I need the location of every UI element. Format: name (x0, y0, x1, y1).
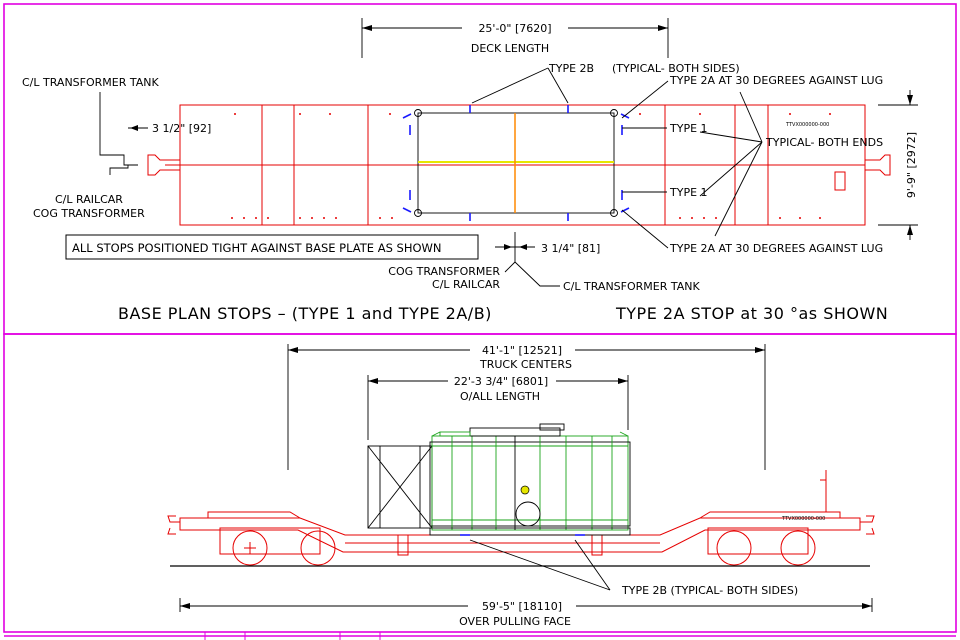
typical-both-ends-label: TYPICAL- BOTH ENDS (765, 136, 883, 149)
offset-top-dim: 3 1/2" [92] (152, 122, 211, 135)
cl-transformer-tank-bottom: C/L TRANSFORMER TANK (563, 280, 700, 293)
width-dimension: 9'-9" [2972] (878, 90, 918, 240)
cl-railcar-left: C/L RAILCAR (55, 193, 123, 206)
width-dim-value: 9'-9" [2972] (905, 132, 918, 198)
pulling-face-label: OVER PULLING FACE (459, 615, 571, 628)
plan-stops (402, 105, 630, 221)
typical-both-sides-label: (TYPICAL- BOTH SIDES) (612, 62, 740, 75)
elevation-type-2b-note: TYPE 2B (TYPICAL- BOTH SIDES) (621, 584, 798, 597)
sheet-frames (3, 3, 957, 637)
overall-length-label: O/ALL LENGTH (460, 390, 540, 403)
stops-note: ALL STOPS POSITIONED TIGHT AGAINST BASE … (72, 241, 442, 255)
cog-transformer-bottom: COG TRANSFORMER (388, 265, 500, 278)
tank-ribs (451, 436, 613, 530)
overall-length-value: 22'-3 3/4" [6801] (454, 375, 548, 388)
type-2a-top-label: TYPE 2A AT 30 DEGREES AGAINST LUG (669, 74, 883, 87)
pulling-face-value: 59'-5" [18110] (482, 600, 562, 613)
deck-length-dimension: 25'-0" [7620] DECK LENGTH (361, 18, 669, 58)
title-block-stub (204, 632, 381, 640)
transformer-base-outline (414, 109, 618, 217)
elevation-view: 41'-1" [12521] TRUCK CENTERS 22'-3 3/4" … (167, 344, 875, 628)
car-mark-plan: TTVX000000-000 (785, 122, 829, 128)
type-2a-bottom-label: TYPE 2A AT 30 DEGREES AGAINST LUG (669, 242, 883, 255)
railcar-elevation: TTVX000000-000 (167, 470, 875, 566)
cl-railcar-bottom: C/L RAILCAR (432, 278, 500, 291)
car-mark-elevation: TTVX000000-000 (781, 516, 825, 522)
plan-caption: BASE PLAN STOPS – (TYPE 1 and TYPE 2A/B) (118, 304, 492, 323)
type-1-bottom-label: TYPE 1 (669, 186, 708, 199)
cl-transformer-tank-top: C/L TRANSFORMER TANK (22, 76, 159, 89)
plan-view: 25'-0" [7620] DECK LENGTH (22, 18, 918, 323)
plan-rivets (231, 113, 831, 219)
cog-transformer-left: COG TRANSFORMER (33, 207, 145, 220)
type-2b-label: TYPE 2B (548, 62, 594, 75)
offset-bottom-dim: 3 1/4" [81] (541, 242, 600, 255)
truck-centers-label: TRUCK CENTERS (479, 358, 572, 371)
railcar-plan (147, 104, 891, 226)
deck-length-value: 25'-0" [7620] (478, 22, 551, 35)
plan-caption-right: TYPE 2A STOP at 30 °as SHOWN (615, 304, 888, 323)
deck-length-label: DECK LENGTH (471, 42, 549, 55)
transformer-elevation (367, 423, 631, 536)
truck-centers-value: 41'-1" [12521] (482, 344, 562, 357)
type-1-top-label: TYPE 1 (669, 122, 708, 135)
